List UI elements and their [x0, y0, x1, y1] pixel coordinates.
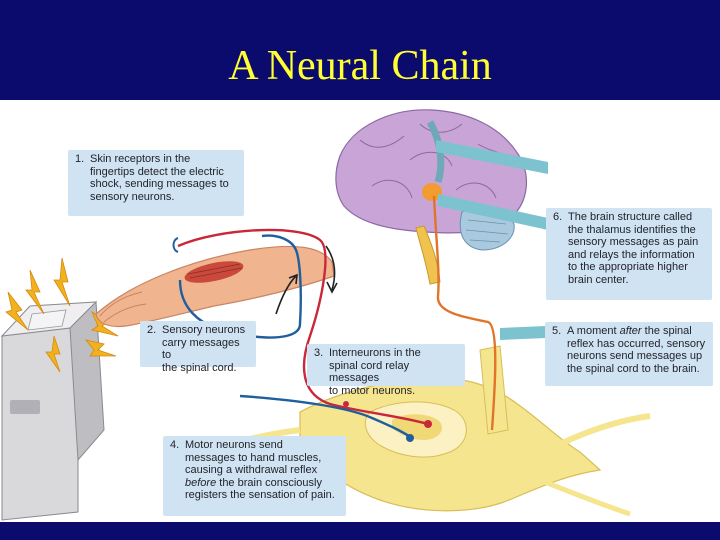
callout-after-reflex: 5. A moment after the spinal reflex has …	[545, 322, 713, 386]
callout-interneurons: 3. Interneurons in the spinal cord relay…	[307, 344, 465, 397]
sensory-neuron-path	[177, 228, 429, 426]
callout-sensory-neurons: 2. Sensory neurons carry messages to the…	[140, 321, 256, 374]
toaster	[0, 300, 105, 521]
callout-skin-receptors: 1. Skin receptors in the fingertips dete…	[68, 150, 244, 216]
spinal-cord	[179, 345, 651, 517]
spark-icons	[5, 257, 119, 373]
brain	[335, 109, 527, 285]
bottom-bar	[0, 522, 720, 540]
hand-and-arm	[95, 245, 335, 328]
callout-thalamus: 6. The brain structure called the thalam…	[546, 208, 712, 300]
direction-arrows	[275, 245, 338, 315]
ascending-sensory-pathway	[432, 195, 497, 431]
callout-pointers	[436, 140, 548, 340]
title-bar	[0, 0, 720, 100]
neural-chain-illustration	[0, 109, 651, 521]
motor-neuron-path	[178, 234, 413, 439]
page-title: A Neural Chain	[228, 43, 492, 89]
callout-motor-neurons: 4. Motor neurons send messages to hand m…	[163, 436, 346, 516]
